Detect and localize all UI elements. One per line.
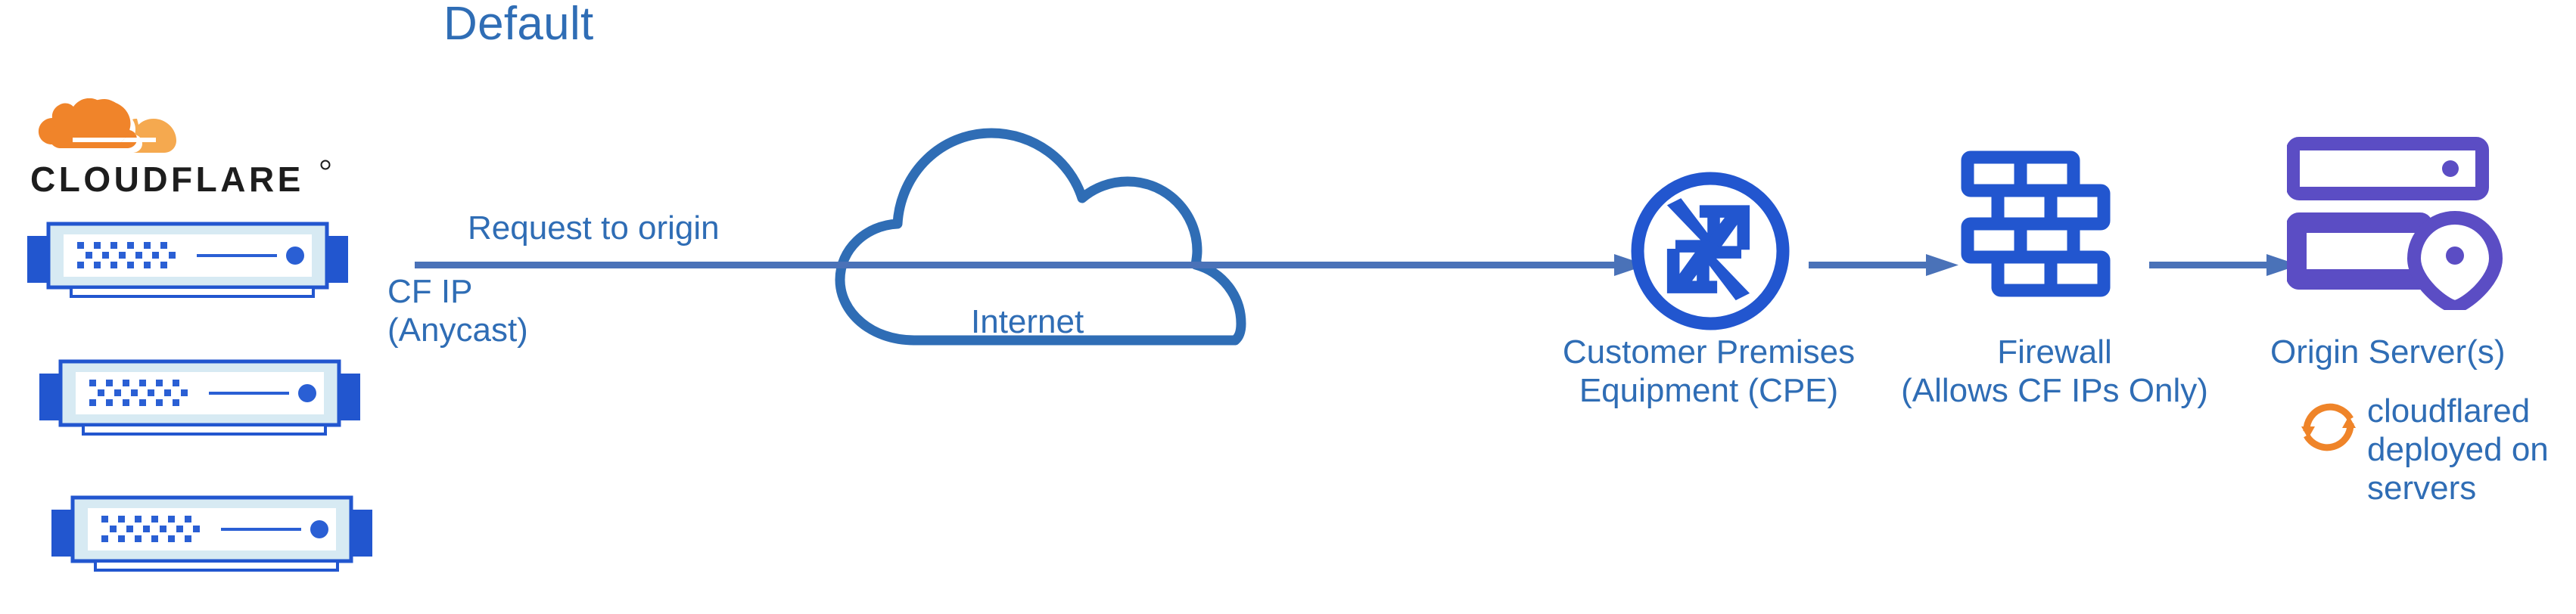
cloudflared-note: cloudflared deployed on servers [2367,392,2549,507]
cloudflared-note-line1: cloudflared [2367,392,2531,429]
firewall-label-line1: Firewall [1997,333,2112,371]
router-icon [1627,168,1794,334]
cloudflared-note-line2: deployed on [2367,431,2549,469]
cloud-outline-icon [817,113,1271,363]
origin-server-label: Origin Server(s) [2270,333,2506,371]
cf-ip-line2: (Anycast) [387,312,528,349]
cf-ip-label: CF IP (Anycast) [387,272,528,349]
cf-server-unit [45,492,378,573]
cpe-label: Customer Premises Equipment (CPE) [1550,333,1868,410]
internet-label: Internet [971,303,1084,340]
cf-server-unit [33,355,366,437]
firewall-label-line2: (Allows CF IPs Only) [1901,372,2208,410]
arrow-request-to-origin [415,250,1648,280]
firewall-label: Firewall (Allows CF IPs Only) [1877,333,2232,410]
cloudflare-wordmark: CLOUDFLARE [30,160,331,199]
page-title: Default [443,0,594,50]
arrow-firewall-to-origin [2149,250,2301,280]
cloudflare-cloud-icon [38,98,176,153]
arrow-cpe-to-firewall [1809,250,1960,280]
cloudflare-logo: CLOUDFLARE [29,98,339,204]
cpe-label-line2: Equipment (CPE) [1579,372,1839,410]
sync-arrows-icon [2294,393,2363,461]
cf-server-unit [21,218,354,299]
brick-wall-icon [1960,144,2126,310]
svg-text:CLOUDFLARE: CLOUDFLARE [30,160,304,199]
cpe-label-line1: Customer Premises [1562,333,1856,371]
cloudflared-note-line3: servers [2367,470,2477,507]
request-to-origin-label: Request to origin [468,209,720,247]
server-rack-location-icon [2286,136,2514,314]
cf-ip-line1: CF IP [387,273,473,310]
